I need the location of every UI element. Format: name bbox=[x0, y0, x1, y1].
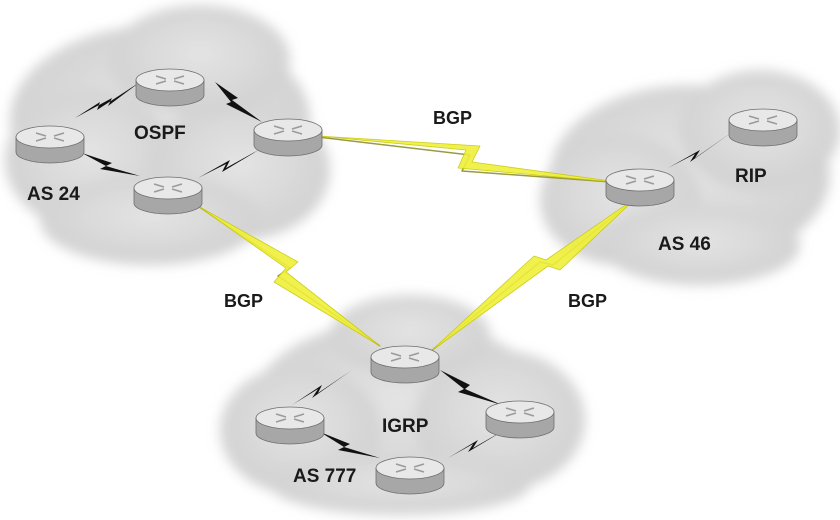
bgp-label-as46-as777: BGP bbox=[568, 291, 607, 311]
serial-link bbox=[440, 370, 502, 405]
as46-label: AS 46 bbox=[658, 234, 711, 255]
router-icon bbox=[133, 176, 203, 215]
as24-protocol-label: OSPF bbox=[134, 123, 186, 144]
serial-link bbox=[82, 153, 140, 176]
router-icon bbox=[15, 125, 85, 164]
labels: OSPF AS 24 RIP AS 46 IGRP AS 777 BGP BGP… bbox=[27, 108, 767, 487]
bgp-links bbox=[197, 135, 638, 353]
bgp-link-as46-as777 bbox=[429, 196, 638, 353]
serial-links bbox=[75, 82, 735, 458]
serial-link bbox=[215, 82, 262, 122]
router-icon bbox=[253, 118, 323, 157]
serial-link bbox=[75, 82, 140, 118]
bgp-label-as24-as46: BGP bbox=[433, 108, 472, 128]
bgp-label-as24-as777: BGP bbox=[224, 291, 263, 311]
router-icon bbox=[375, 456, 445, 495]
as777-label: AS 777 bbox=[293, 466, 356, 487]
routers bbox=[15, 68, 798, 495]
router-icon bbox=[135, 68, 205, 107]
router-icon bbox=[370, 345, 440, 384]
as777-protocol-label: IGRP bbox=[382, 416, 429, 437]
router-icon bbox=[485, 400, 555, 439]
as46-protocol-label: RIP bbox=[735, 166, 767, 187]
bgp-link-as24-as777 bbox=[197, 205, 381, 347]
serial-link bbox=[320, 432, 380, 458]
as24-label: AS 24 bbox=[27, 184, 80, 205]
router-icon bbox=[605, 168, 675, 207]
router-icon bbox=[255, 406, 325, 445]
router-icon bbox=[728, 108, 798, 147]
